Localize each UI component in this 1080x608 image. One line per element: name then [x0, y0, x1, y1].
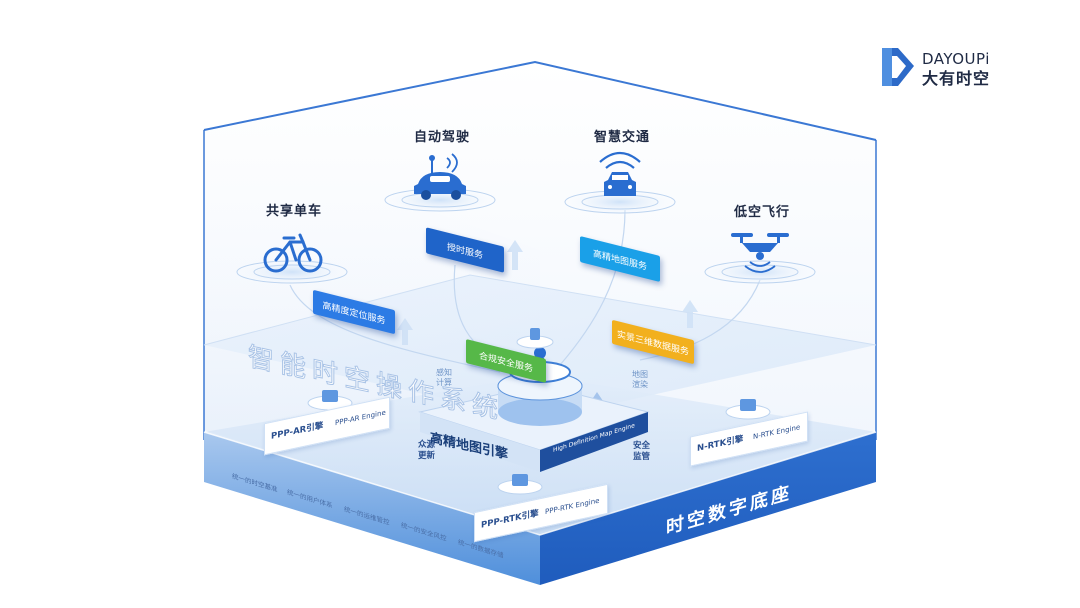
label-security-monitor: 安全 监管: [633, 441, 651, 462]
base-left-face: [204, 432, 540, 585]
engine-ppp-ar-en: PPP-AR Engine: [335, 408, 386, 428]
label-crowd-update: 众源 更新: [418, 440, 436, 461]
engine-ppp-ar-cn: PPP-AR引擎: [271, 420, 324, 442]
bicycle-icon: [263, 233, 323, 273]
engine-n-rtk-en: N-RTK Engine: [753, 423, 801, 442]
label-map-rendering: 地图 渲染: [632, 370, 648, 389]
label-sensing-computing: 感知 计算: [436, 368, 452, 387]
engine-ppp-rtk-en: PPP-RTK Engine: [545, 496, 600, 517]
logo-text-cn: 大有时空: [922, 69, 991, 88]
central-hub: [418, 347, 650, 472]
smart-traffic-car-icon: [599, 151, 641, 196]
drone-icon: [731, 233, 789, 273]
app-label-shared-bike: 共享单车: [266, 204, 323, 219]
dayoupi-logo-icon: [882, 48, 914, 86]
brand-logo: DAYOUPi 大有时空: [878, 44, 1028, 90]
engine-ppp-rtk-cn: PPP-RTK引擎: [481, 508, 539, 531]
logo-text-en: DAYOUPi: [922, 50, 990, 68]
base-right-face: [540, 432, 876, 585]
engine-n-rtk-cn: N-RTK引擎: [697, 434, 744, 455]
app-label-low-altitude-flight: 低空飞行: [734, 205, 791, 220]
app-label-autonomous-driving: 自动驾驶: [414, 130, 471, 145]
app-label-smart-traffic: 智慧交通: [594, 130, 651, 145]
app-ripples: [230, 186, 822, 286]
tag-timing-label: 授时服务: [446, 242, 483, 261]
autonomous-car-icon: [414, 153, 466, 200]
